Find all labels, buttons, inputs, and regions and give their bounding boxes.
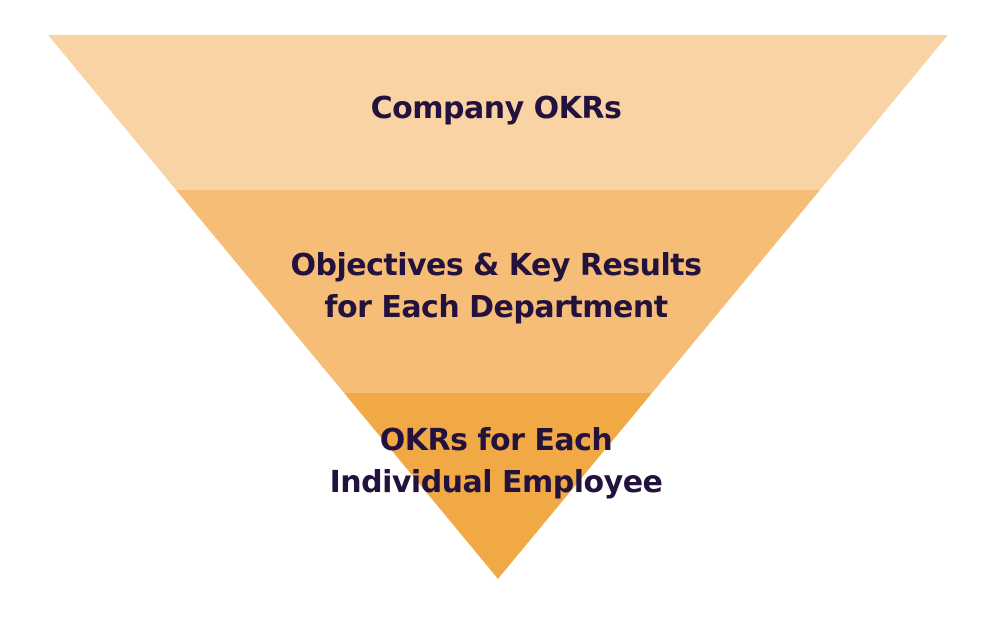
tier-employee-shape	[344, 393, 652, 579]
tier-company-label: Company OKRs	[0, 88, 992, 130]
tier-employee-label: OKRs for Each Individual Employee	[0, 420, 992, 504]
tier-department-shape	[176, 190, 820, 393]
tier-employee-label-line-2: Individual Employee	[329, 465, 663, 500]
tier-department-label-line-2: for Each Department	[324, 290, 668, 325]
tier-department-label-line-1: Objectives & Key Results	[290, 248, 702, 283]
tier-company-label-line-1: Company OKRs	[370, 91, 622, 126]
tier-department-label: Objectives & Key Results for Each Depart…	[0, 245, 992, 329]
tier-employee-label-line-1: OKRs for Each	[379, 423, 613, 458]
tier-company-shape	[48, 35, 948, 190]
